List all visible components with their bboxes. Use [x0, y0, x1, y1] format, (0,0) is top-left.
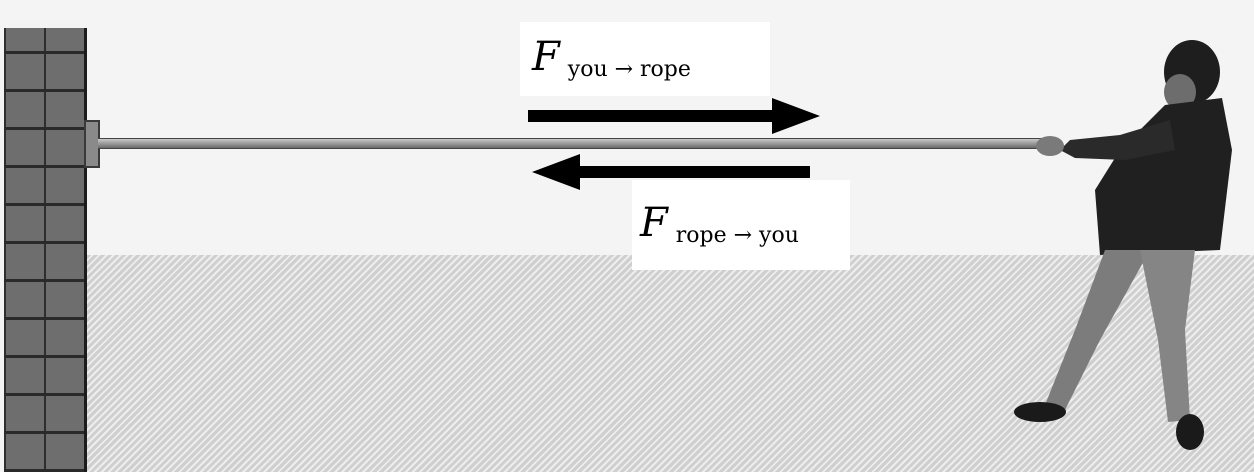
force-subscript-rope-you: rope → you [675, 223, 799, 248]
brick-wall [4, 28, 87, 472]
force-you-on-rope-arrow [528, 98, 820, 134]
force-symbol: F [532, 34, 560, 80]
force-subscript-you-rope: you → rope [567, 57, 691, 82]
rope [98, 138, 1048, 149]
force-rope-on-you-arrow [532, 154, 810, 190]
ground [84, 255, 1254, 472]
force-symbol: F [640, 200, 668, 246]
